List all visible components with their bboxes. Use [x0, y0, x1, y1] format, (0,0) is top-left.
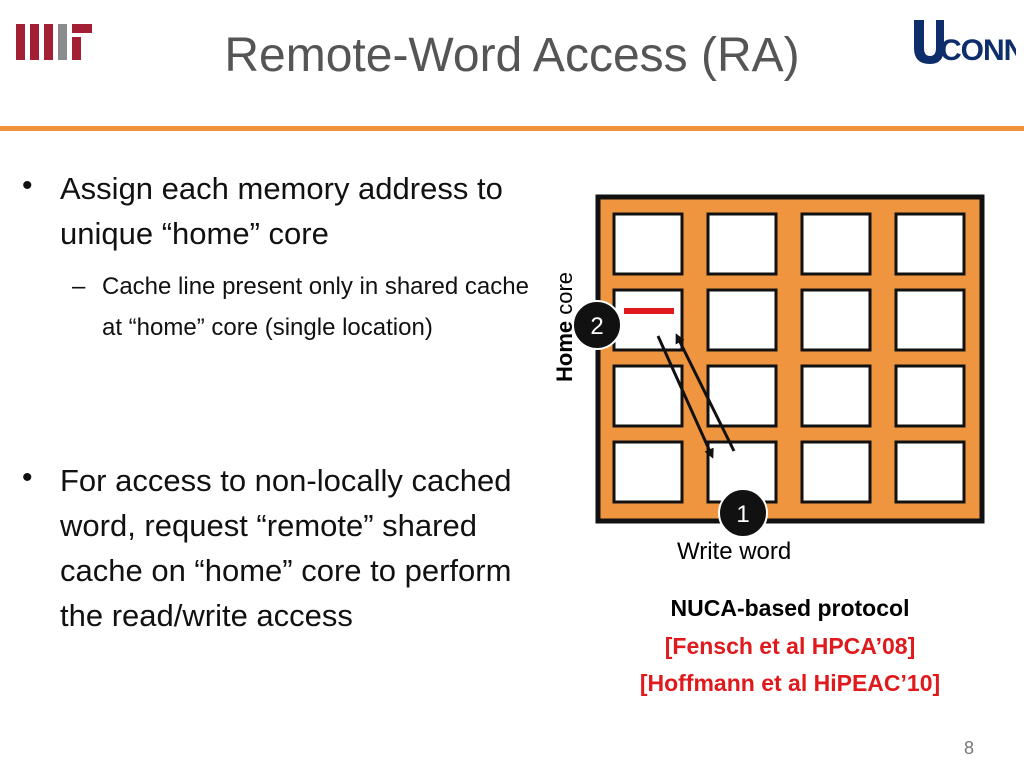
write-word-label: Write word [677, 538, 792, 565]
response-arrow [675, 333, 736, 452]
bullet-text: For access to non-locally cached word, r… [60, 463, 512, 633]
title-divider [0, 126, 1024, 131]
citation-hoffmann: [Hoffmann et al HiPEAC’10] [639, 670, 941, 696]
page-number: 8 [963, 738, 974, 758]
core-tile [612, 440, 684, 504]
core-tile [612, 212, 684, 276]
core-tile [894, 364, 966, 428]
home-core-label: Home core [552, 271, 577, 382]
bullet-dot-icon: • [22, 169, 33, 202]
dash-icon: – [72, 273, 86, 300]
core-tile [800, 364, 872, 428]
request-arrow [656, 335, 714, 459]
core-tile [706, 212, 778, 276]
sub-bullet-item: – Cache line present only in shared cach… [72, 266, 542, 348]
core-tile [706, 364, 778, 428]
multicore-diagram: 2 1 [530, 180, 1010, 600]
core-tile [894, 288, 966, 352]
bullet-dot-icon: • [22, 461, 33, 494]
home-core-marker [572, 300, 622, 350]
core-tile [800, 288, 872, 352]
slide-title: Remote-Word Access (RA) [224, 29, 800, 82]
home-core-marker-label: 2 [590, 313, 603, 340]
core-tile [800, 212, 872, 276]
sub-bullet-text: Cache line present only in shared cache … [102, 273, 529, 341]
core-tile [612, 288, 684, 352]
write-core-marker-label: 1 [736, 501, 749, 528]
core-tile [612, 364, 684, 428]
bullet-text: Assign each memory address to unique “ho… [60, 171, 503, 251]
bullet-item: • Assign each memory address to unique “… [22, 166, 542, 341]
protocol-caption: NUCA-based protocol [670, 595, 910, 621]
write-core-marker [718, 488, 768, 538]
svg-text:CONN: CONN [940, 34, 1016, 66]
core-tile [894, 440, 966, 504]
core-tile [706, 288, 778, 352]
uconn-logo: CONN [910, 16, 1024, 67]
mit-logo [16, 22, 94, 62]
citation-fensch: [Fensch et al HPCA’08] [664, 633, 916, 659]
core-tile [894, 212, 966, 276]
core-tile [800, 440, 872, 504]
bullet-item: • For access to non-locally cached word,… [22, 458, 542, 638]
